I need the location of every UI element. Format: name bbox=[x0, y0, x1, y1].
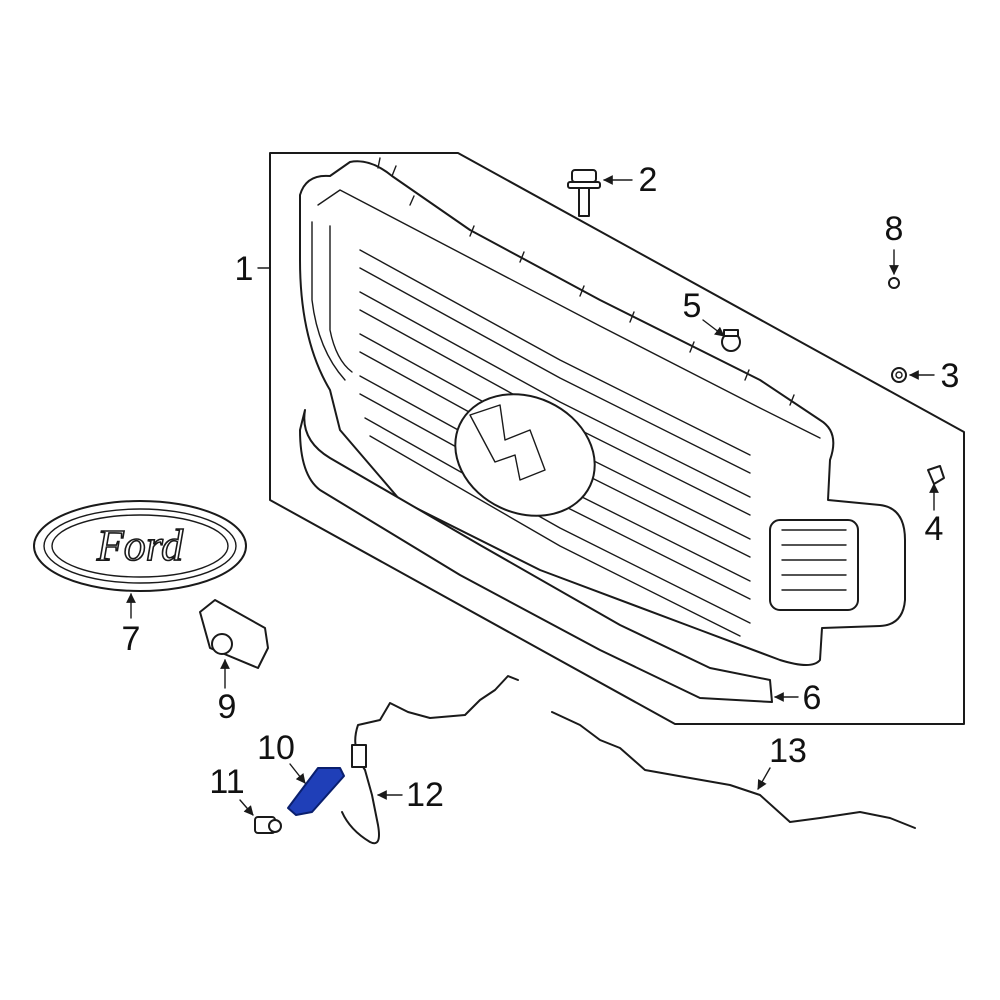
nut-part-3[interactable] bbox=[891, 367, 907, 383]
callout-13: 13 bbox=[769, 732, 807, 770]
connector-part-11[interactable] bbox=[254, 816, 282, 834]
camera-part-9[interactable] bbox=[199, 599, 269, 669]
clip-part-4[interactable] bbox=[927, 465, 945, 485]
callout-12: 12 bbox=[406, 776, 444, 814]
nut-hole bbox=[895, 371, 903, 379]
leader-5 bbox=[702, 319, 725, 337]
callout-8: 8 bbox=[885, 210, 904, 248]
wiring-harness-part-13[interactable] bbox=[551, 711, 916, 829]
callout-2: 2 bbox=[639, 161, 658, 199]
emblem-text: Ford bbox=[96, 521, 184, 570]
callout-5: 5 bbox=[683, 287, 702, 325]
leader-10 bbox=[289, 763, 306, 784]
leader-13 bbox=[757, 767, 771, 790]
wiring-harness-part-12[interactable] bbox=[341, 675, 519, 845]
callout-1: 1 bbox=[235, 250, 254, 288]
bolt-part-2[interactable] bbox=[567, 169, 601, 217]
callout-10: 10 bbox=[257, 729, 295, 767]
grille-assembly[interactable] bbox=[299, 157, 906, 666]
bracket-part-10[interactable] bbox=[287, 767, 345, 816]
ford-emblem-part-7[interactable]: Ford bbox=[33, 500, 247, 592]
callout-3: 3 bbox=[941, 357, 960, 395]
callout-6: 6 bbox=[803, 679, 822, 717]
callout-9: 9 bbox=[218, 688, 237, 726]
leader-11 bbox=[239, 799, 254, 816]
washer-part-8[interactable] bbox=[888, 277, 900, 289]
callout-4: 4 bbox=[925, 510, 944, 548]
push-pin-part-5[interactable] bbox=[721, 329, 741, 352]
harness-connector bbox=[351, 744, 367, 768]
callout-11: 11 bbox=[209, 763, 244, 801]
assembly-frame bbox=[269, 152, 965, 725]
callout-7: 7 bbox=[122, 620, 141, 658]
lower-deflector[interactable] bbox=[299, 409, 773, 703]
